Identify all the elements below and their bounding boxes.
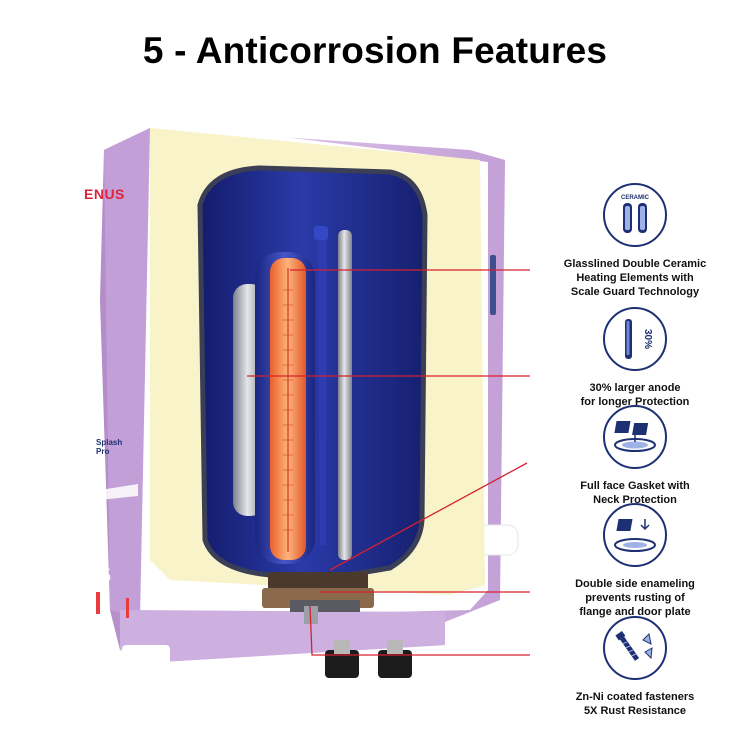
feature-gasket: Full face Gasket with Neck Protection bbox=[535, 405, 735, 507]
capacity-display: 15 bbox=[89, 566, 113, 587]
feature-flange: Double side enameling prevents rusting o… bbox=[535, 503, 735, 619]
feature-caption: Double side enameling prevents rusting o… bbox=[575, 578, 695, 618]
feature-caption: 30% larger anode for longer Protection bbox=[580, 382, 690, 408]
heater-base bbox=[120, 610, 445, 662]
feature-caption: Zn-Ni coated fasteners 5X Rust Resistanc… bbox=[575, 691, 695, 717]
ceramic-elements-icon: CERAMIC bbox=[603, 183, 667, 247]
fastener-icon bbox=[603, 616, 667, 680]
page-title: 5 - Anticorrosion Features bbox=[142, 30, 608, 71]
gasket-icon bbox=[603, 405, 667, 469]
callout-line-gasket bbox=[329, 462, 528, 571]
brand-logo: ENUS bbox=[84, 186, 125, 202]
ceramic-icon-label: CERAMIC bbox=[621, 195, 650, 201]
feature-anode: 30% 30% larger anode for longer Protecti… bbox=[535, 307, 735, 409]
flange-plate bbox=[268, 572, 368, 590]
model-badge: Splash Pro bbox=[96, 438, 123, 456]
flange-plate-icon bbox=[603, 503, 667, 567]
feature-fasteners: Zn-Ni coated fasteners 5X Rust Resistanc… bbox=[535, 616, 735, 718]
anode-rod-icon: 30% bbox=[603, 307, 667, 371]
callout-line-fastener bbox=[309, 605, 530, 656]
anode-icon-label: 30% bbox=[642, 329, 653, 349]
feature-ceramic-elements: CERAMIC Glasslined Double Ceramic Heatin… bbox=[535, 183, 735, 299]
callout-lines bbox=[247, 269, 530, 656]
feature-caption: Glasslined Double Ceramic Heating Elemen… bbox=[563, 258, 707, 298]
